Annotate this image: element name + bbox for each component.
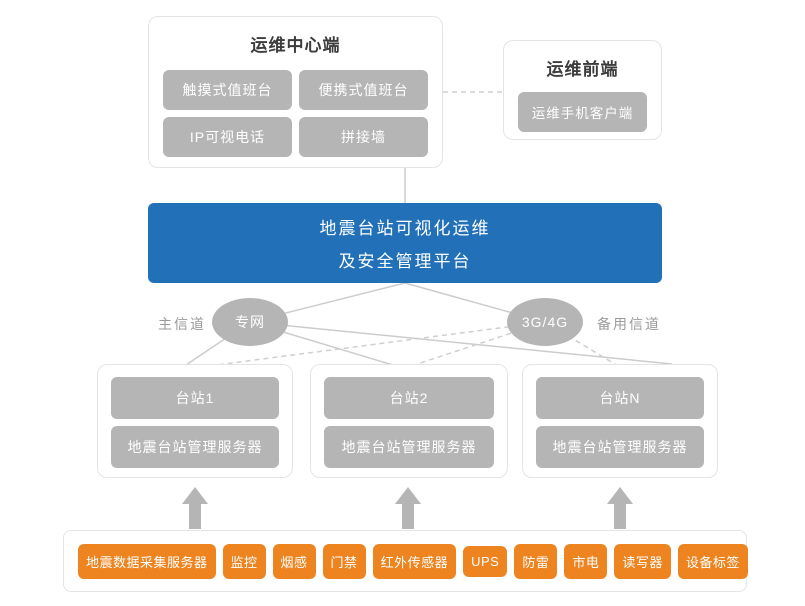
rfid-reader-node[interactable]: 读写器 (614, 543, 671, 579)
mobile-client-node[interactable]: 运维手机客户端 (518, 92, 647, 132)
access-control-node[interactable]: 门禁 (322, 543, 366, 579)
ups-node[interactable]: UPS (463, 545, 508, 577)
ops-front-title: 运维前端 (546, 60, 619, 79)
ops-center-title: 运维中心端 (250, 36, 341, 55)
station-1-server-node[interactable]: 地震台站管理服务器 (111, 426, 279, 468)
ops-center-panel: 运维中心端 触摸式值班台 便携式值班台 IP可视电话 拼接墙 (148, 16, 443, 168)
infrared-sensor-node[interactable]: 红外传感器 (372, 543, 457, 579)
station-n-server-node[interactable]: 地震台站管理服务器 (536, 426, 704, 468)
up-arrow-icon (607, 487, 633, 529)
link-backup-station2 (401, 321, 546, 370)
surveillance-node[interactable]: 监控 (222, 543, 266, 579)
3g4g-node[interactable]: 3G/4G (507, 298, 583, 346)
portable-duty-console-node[interactable]: 便携式值班台 (299, 70, 428, 110)
seismic-data-server-node[interactable]: 地震数据采集服务器 (78, 543, 216, 579)
platform-title-line1: 地震台站可视化运维 (319, 219, 491, 238)
ops-front-panel: 运维前端 运维手机客户端 (503, 40, 662, 140)
station-1-node[interactable]: 台站1 (111, 377, 279, 419)
device-tag-node[interactable]: 设备标签 (677, 543, 748, 579)
devices-panel: 地震数据采集服务器 监控 烟感 门禁 红外传感器 UPS 防雷 市电 读写器 设… (63, 530, 748, 592)
ops-center-items: 触摸式值班台 便携式值班台 IP可视电话 拼接墙 (163, 70, 428, 157)
mains-power-node[interactable]: 市电 (564, 543, 608, 579)
ip-video-phone-node[interactable]: IP可视电话 (163, 117, 292, 157)
platform-title-line2: 及安全管理平台 (338, 252, 472, 271)
station-2-panel: 台站2 地震台站管理服务器 (310, 364, 508, 478)
link-backup-stationN (544, 321, 629, 373)
station-n-node[interactable]: 台站N (536, 377, 704, 419)
touch-duty-console-node[interactable]: 触摸式值班台 (163, 70, 292, 110)
primary-channel-label: 主信道 (158, 316, 206, 332)
backup-channel-label: 备用信道 (597, 316, 661, 332)
lightning-protection-node[interactable]: 防雷 (514, 543, 558, 579)
video-wall-node[interactable]: 拼接墙 (299, 117, 428, 157)
up-arrow-icon (395, 487, 421, 529)
station-n-panel: 台站N 地震台站管理服务器 (522, 364, 718, 478)
station-2-node[interactable]: 台站2 (324, 377, 494, 419)
up-arrow-icon (182, 487, 208, 529)
station-1-panel: 台站1 地震台站管理服务器 (97, 364, 293, 478)
smoke-sensor-node[interactable]: 烟感 (272, 543, 316, 579)
station-2-server-node[interactable]: 地震台站管理服务器 (324, 426, 494, 468)
private-network-node[interactable]: 专网 (212, 298, 288, 346)
link-backup-station1 (185, 321, 546, 370)
platform-box[interactable]: 地震台站可视化运维 及安全管理平台 (148, 203, 662, 283)
